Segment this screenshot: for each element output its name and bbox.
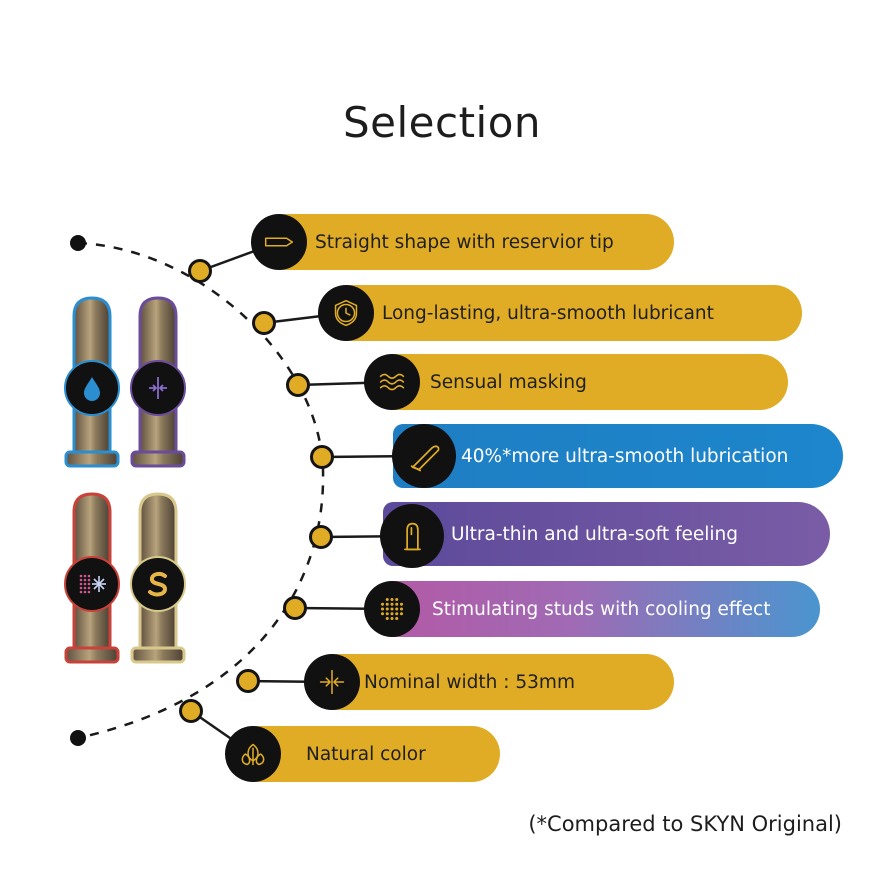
lubrication-condom-icon — [392, 424, 456, 488]
timeline-node — [310, 445, 334, 469]
timeline-node — [188, 259, 212, 283]
feature-label: Stimulating studs with cooling effect — [432, 598, 771, 620]
timeline-end-dot — [70, 730, 86, 746]
product-condom — [62, 294, 122, 472]
timeline-node — [309, 525, 333, 549]
footnote: (*Compared to SKYN Original) — [528, 812, 842, 836]
feature-label: Ultra-thin and ultra-soft feeling — [451, 523, 739, 545]
timeline-node — [236, 669, 260, 693]
skyn-s-logo-icon — [138, 564, 178, 608]
timeline-node — [179, 699, 203, 723]
feature-label: Straight shape with reservior tip — [315, 231, 614, 253]
feature-label: Nominal width : 53mm — [364, 671, 575, 693]
leaves-icon — [225, 726, 281, 782]
width-arrows-icon — [304, 654, 360, 710]
long-lasting-clock-icon — [318, 285, 374, 341]
thin-arrows-icon — [138, 368, 178, 412]
timeline-node — [286, 373, 310, 397]
product-condom — [128, 490, 188, 668]
feature-label: 40%*more ultra-smooth lubrication — [461, 445, 789, 467]
snowflake-studs-icon — [72, 564, 112, 608]
waves-icon — [364, 354, 420, 410]
feature-pill: Long-lasting, ultra-smooth lubricant — [322, 285, 802, 341]
timeline-node — [283, 596, 307, 620]
timeline-start-dot — [70, 235, 86, 251]
feature-pill: 40%*more ultra-smooth lubrication — [393, 424, 843, 488]
feature-label: Long-lasting, ultra-smooth lubricant — [382, 302, 714, 324]
feature-pill: Nominal width : 53mm — [306, 654, 674, 710]
thin-condom-icon — [380, 504, 444, 568]
product-condom — [62, 490, 122, 668]
feature-pill: Ultra-thin and ultra-soft feeling — [383, 502, 830, 566]
reservoir-tip-icon — [251, 214, 307, 270]
page-title: Selection — [342, 98, 542, 147]
water-drop-icon — [72, 368, 112, 412]
feature-label: Sensual masking — [430, 371, 587, 393]
product-condom — [128, 294, 188, 472]
feature-label: Natural color — [306, 743, 426, 765]
feature-pill: Stimulating studs with cooling effect — [365, 581, 820, 637]
feature-pill: Straight shape with reservior tip — [258, 214, 674, 270]
feature-pill: Sensual masking — [368, 354, 788, 410]
timeline-node — [252, 311, 276, 335]
studs-icon — [364, 581, 420, 637]
